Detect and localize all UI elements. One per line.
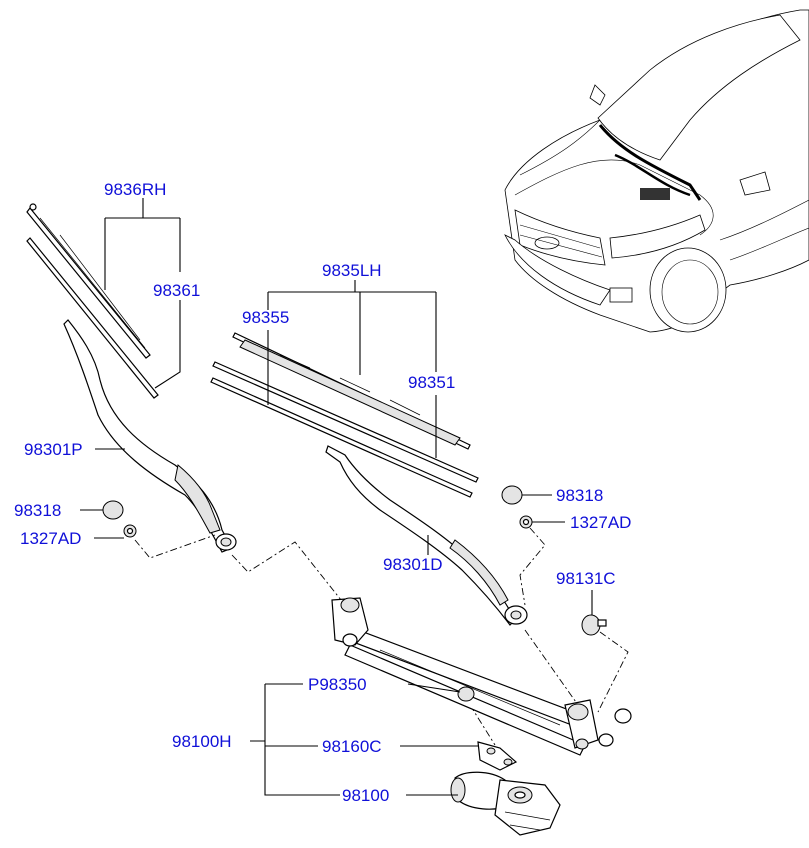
- label-cap-right: 98318: [556, 486, 603, 505]
- label-rh-blade-insert: 98361: [153, 281, 200, 300]
- linkage-leader: [407, 683, 461, 693]
- label-motor: 98100: [342, 786, 389, 805]
- nut-right-part: [519, 515, 533, 529]
- wiper-assy-bracket: [250, 683, 340, 796]
- linkage-part: [331, 597, 632, 756]
- label-lh-blade: 98355: [242, 308, 289, 327]
- cap-right-part: [501, 485, 523, 505]
- label-wiper-assy: 98100H: [172, 732, 232, 751]
- label-bracket: 98160C: [322, 737, 382, 756]
- lh-blade: [210, 332, 479, 498]
- motor-part: [450, 771, 561, 836]
- label-nut-left: 1327AD: [20, 529, 81, 548]
- label-lh-arm: 98301P: [24, 440, 83, 459]
- car-illustration: [504, 9, 809, 333]
- pivot-cap-part: [581, 614, 607, 636]
- label-rh-arm: 98301D: [383, 555, 443, 574]
- cap-left-part: [102, 500, 124, 520]
- label-linkage: P98350: [308, 675, 367, 694]
- lh-blade-assy-leader: [268, 280, 437, 458]
- rh-blade-assy-leader: [104, 198, 181, 290]
- label-lh-blade-insert: 98351: [408, 373, 455, 392]
- assembly-lines: [134, 527, 629, 746]
- rh-blade-insert-leader: [154, 300, 181, 389]
- label-pivot-cap: 98131C: [556, 569, 616, 588]
- label-nut-right: 1327AD: [570, 513, 631, 532]
- rh-arm: [325, 445, 528, 626]
- rh-blade: [26, 203, 159, 399]
- lh-arm: [63, 319, 237, 553]
- label-rh-blade-assy: 9836RH: [104, 180, 166, 199]
- label-cap-left: 98318: [14, 501, 61, 520]
- label-lh-blade-assy: 9835LH: [322, 261, 382, 280]
- labels: 9836RH 98361 9835LH 98355 98351 98301P 9…: [14, 180, 631, 805]
- nut-left-part: [123, 524, 137, 538]
- bracket-part: [477, 741, 518, 771]
